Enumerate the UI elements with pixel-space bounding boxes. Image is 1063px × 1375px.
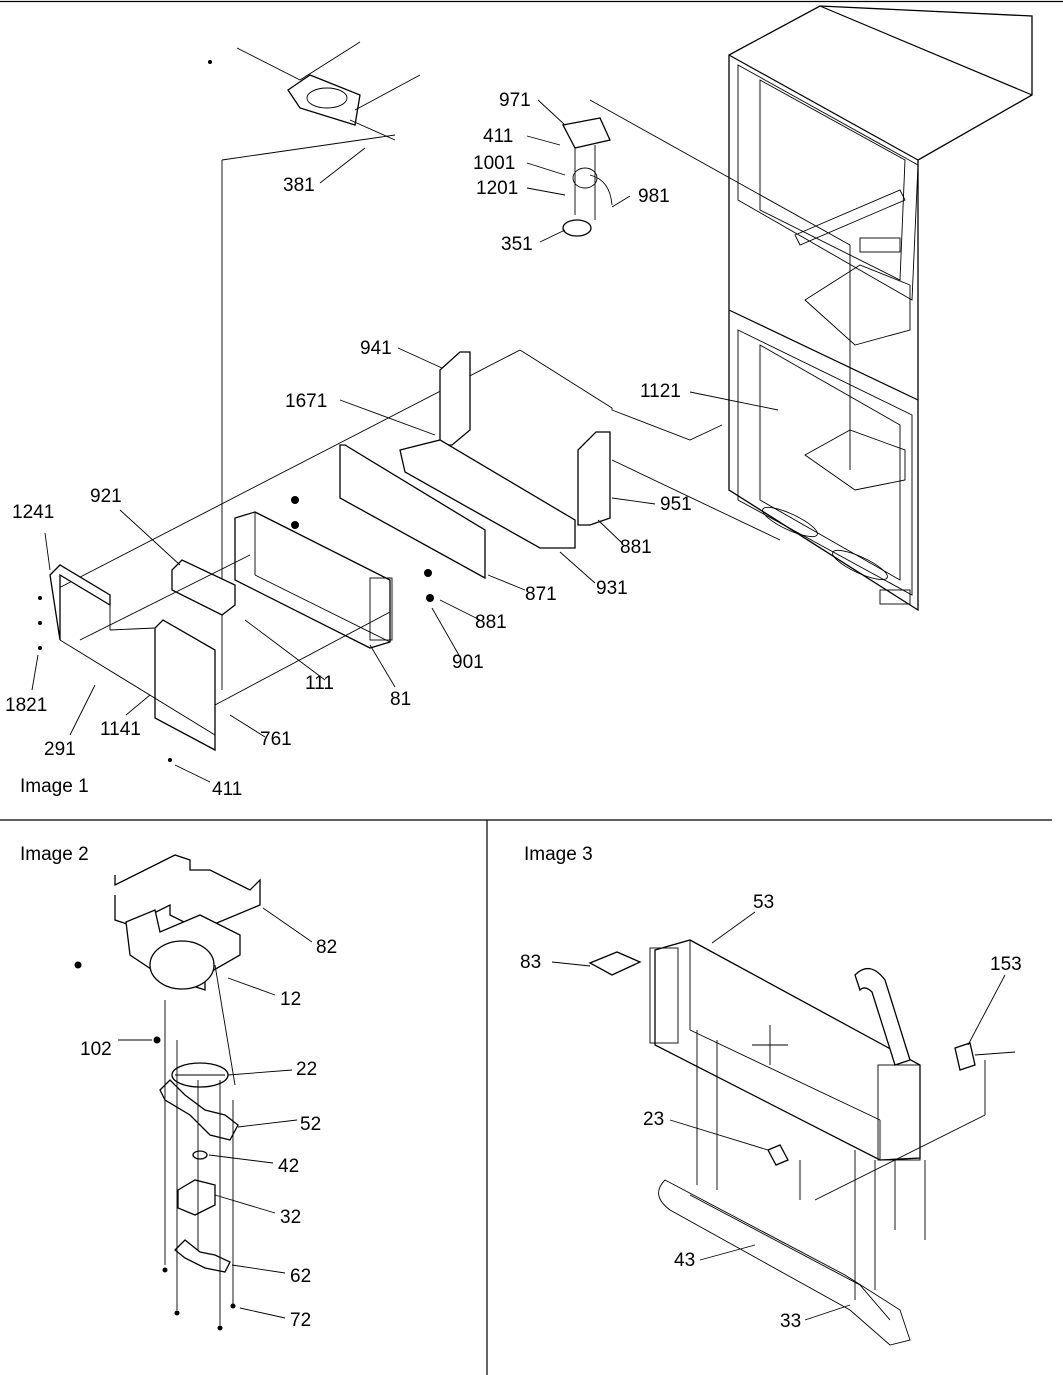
callout-label: 1121	[640, 381, 681, 402]
cover-1141	[154, 619, 216, 752]
panel-941	[439, 351, 471, 446]
bracket-62	[174, 1239, 231, 1273]
evaporator-backplate	[339, 444, 486, 580]
motor-32	[177, 1179, 216, 1216]
callout-label: 351	[501, 234, 533, 255]
callout-label: 881	[475, 612, 507, 633]
callout-label: 411	[483, 126, 513, 147]
callout-label: 32	[280, 1207, 301, 1228]
callout-label: 941	[360, 338, 392, 359]
callout-label: 1141	[100, 719, 141, 740]
callout-label: 52	[300, 1114, 321, 1135]
image1-panel	[31, 5, 1033, 783]
callout-label: 1001	[473, 153, 515, 174]
insulation-83	[588, 951, 642, 976]
callout-label: 761	[260, 729, 292, 750]
callout-label: 53	[753, 892, 774, 913]
image2-panel	[74, 854, 313, 1331]
callout-label: 931	[596, 578, 628, 599]
refrigerator-cabinet	[728, 5, 1033, 612]
damper-control-assembly	[562, 117, 613, 237]
callout-label: 411	[212, 779, 242, 800]
callout-label: 951	[660, 494, 692, 515]
callout-label: 22	[296, 1059, 317, 1080]
callout-label: 111	[305, 673, 334, 694]
image1-title: Image 1	[20, 776, 89, 797]
callout-label: 921	[90, 486, 122, 507]
connector-153	[954, 1042, 976, 1071]
washer-42	[192, 1150, 208, 1160]
callout-label: 901	[452, 652, 484, 673]
callout-label: 23	[643, 1109, 664, 1130]
callout-label: 1821	[5, 695, 47, 716]
callout-label: 1201	[476, 178, 518, 199]
callout-label: 33	[780, 1311, 801, 1332]
callout-label: 42	[278, 1156, 299, 1177]
callout-label: 971	[499, 90, 531, 111]
callout-label: 881	[620, 537, 652, 558]
callout-label: 981	[638, 186, 670, 207]
image3-panel	[551, 911, 1016, 1346]
image3-title: Image 3	[524, 844, 593, 865]
callout-label: 1671	[285, 391, 327, 412]
callout-label: 82	[316, 937, 337, 958]
bracket-52	[159, 1079, 239, 1141]
evaporator-81	[234, 511, 393, 649]
callout-label: 153	[990, 954, 1022, 975]
callout-label: 291	[44, 739, 76, 760]
image2-title: Image 2	[20, 844, 89, 865]
callout-label: 81	[390, 689, 411, 710]
callout-label: 12	[280, 989, 301, 1010]
callout-label: 83	[520, 952, 541, 973]
fan-shroud-12	[125, 909, 241, 1086]
grille-921	[171, 559, 236, 616]
thermostat-23	[767, 1144, 789, 1166]
callout-label: 102	[80, 1039, 112, 1060]
callout-label: 62	[290, 1266, 311, 1287]
shroud-931	[399, 439, 576, 549]
defrost-heater-43	[658, 1179, 911, 1346]
callout-label: 1241	[12, 502, 54, 523]
channel-951	[577, 431, 611, 526]
callout-label: 381	[283, 175, 315, 196]
defrost-tube	[854, 968, 911, 1066]
front-panel-291	[49, 564, 111, 641]
callout-label: 72	[290, 1310, 311, 1331]
callout-label: 871	[525, 584, 557, 605]
callout-label: 43	[674, 1250, 695, 1271]
fan-assembly-381	[208, 41, 421, 141]
evaporator-coil-53	[649, 939, 921, 1161]
